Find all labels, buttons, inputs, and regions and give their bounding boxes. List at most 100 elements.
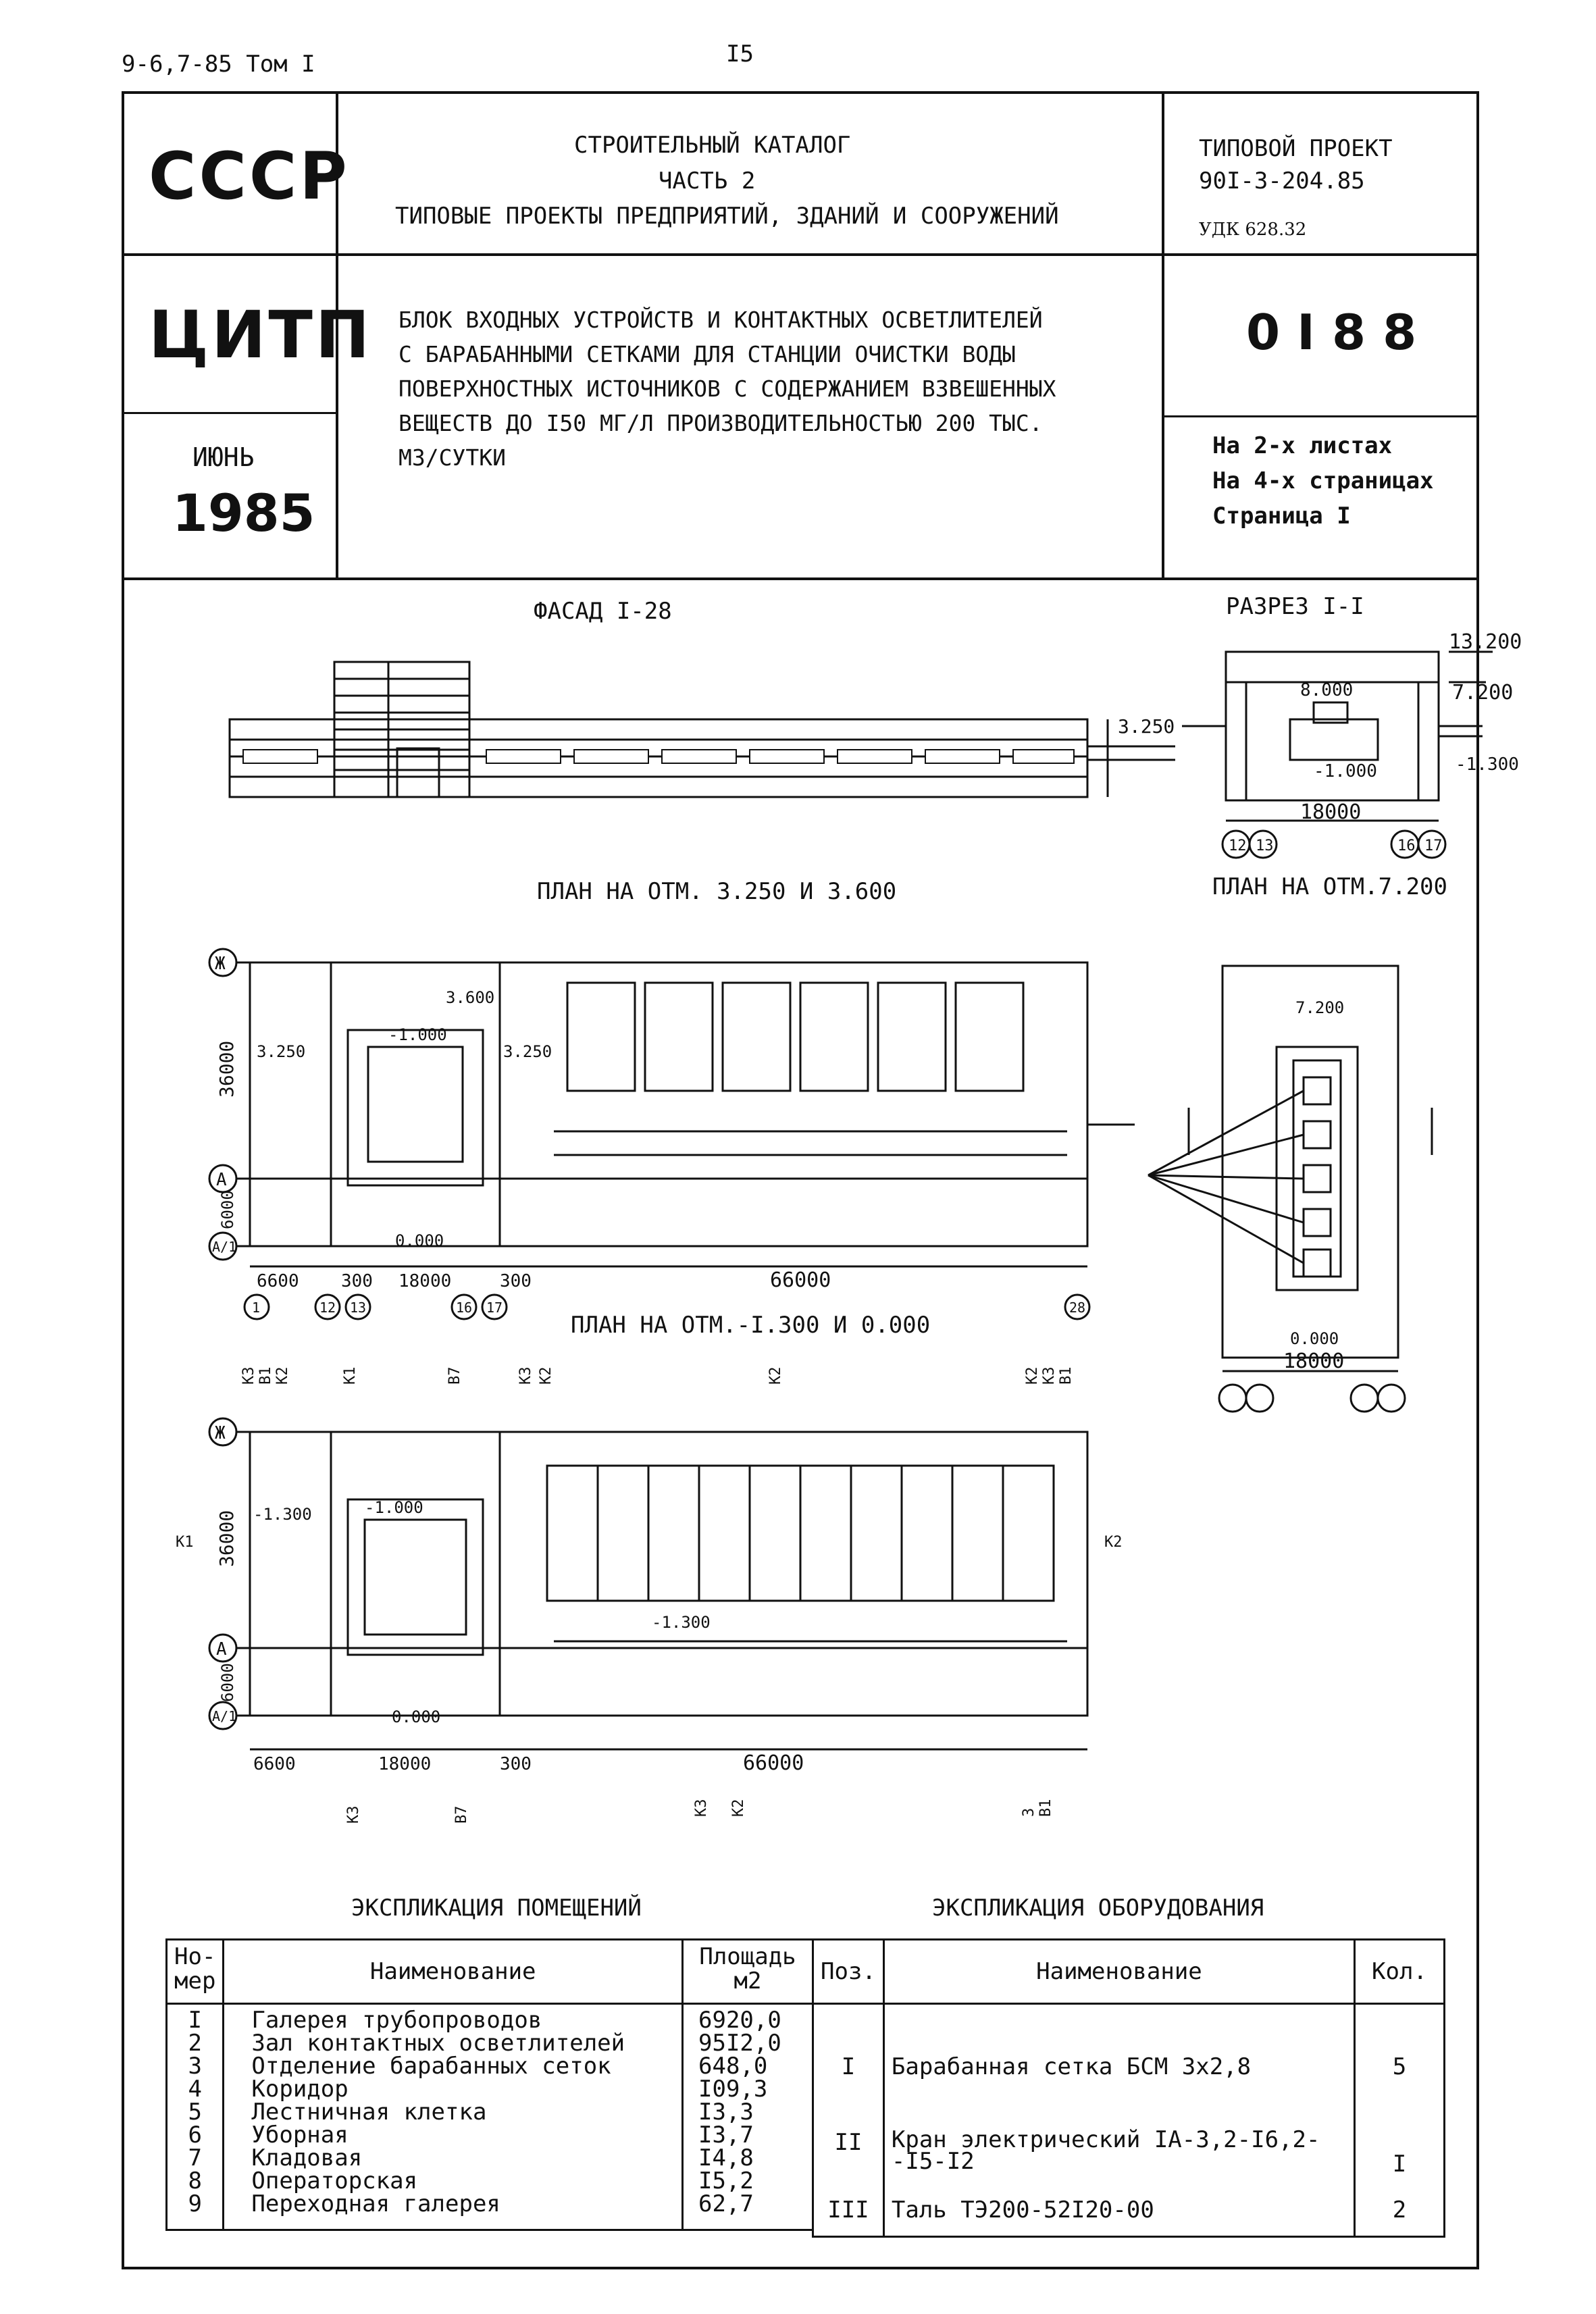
room-number: 7 [188, 2144, 202, 2171]
facade-drawing: 3.250 [228, 661, 1175, 798]
document-reference: 9-6,7-85 Том I [122, 51, 315, 78]
pipe-label: В1 [1058, 1367, 1075, 1385]
equip-head-name: Наименование [882, 1938, 1356, 2005]
room-name: Кладовая [251, 2144, 363, 2171]
catalog-line-1: СТРОИТЕЛЬНЫЙ КАТАЛОГ [574, 132, 851, 159]
room-name: Галерея трубопроводов [251, 2007, 542, 2034]
room-area: I4,8 [698, 2144, 754, 2171]
plan-level-mark: 3.600 [446, 988, 494, 1007]
section-axis-label: 17 [1424, 838, 1443, 854]
pipe-label: К3 [1041, 1367, 1058, 1385]
room-area: I5,2 [698, 2167, 754, 2194]
title-block-right-line [1162, 415, 1479, 417]
pages-count: На 4-х страницах [1212, 467, 1434, 494]
pipe-label: К2 [538, 1367, 555, 1385]
plan-level-mark: 0.000 [392, 1707, 440, 1726]
plan-dimension: 18000 [378, 1754, 431, 1774]
catalog-line-3: ТИПОВЫЕ ПРОЕКТЫ ПРЕДПРИЯТИЙ, ЗДАНИЙ И СО… [395, 203, 1059, 230]
project-title-line: ВЕЩЕСТВ ДО I50 МГ/Л ПРОИЗВОДИТЕЛЬНОСТЬЮ … [398, 410, 1043, 436]
org-ussr: СССР [149, 138, 350, 214]
section-level-floor: -1.000 [1314, 761, 1377, 781]
title-block-row-line [122, 253, 1479, 256]
plan-level-3250-drawing: Ж А А/1 36000 6000 6600 300 18000 300 66… [208, 948, 1135, 1320]
plan-dimension: 66000 [770, 1268, 831, 1292]
column-axis-label: 16 [456, 1300, 472, 1316]
facade-level-label: 3.250 [1118, 715, 1175, 738]
row-axis-label: А/1 [212, 1708, 236, 1724]
plan-dimension: 6600 [253, 1754, 296, 1774]
pipe-label: 3 [1021, 1808, 1037, 1817]
room-area: 6920,0 [698, 2007, 781, 2034]
room-area: 648,0 [698, 2053, 768, 2080]
plan-dimension: 300 [500, 1754, 532, 1774]
pipe-label: В1 [1037, 1799, 1054, 1818]
pipe-label: К3 [693, 1799, 710, 1818]
room-name: Зал контактных осветлителей [251, 2030, 625, 2057]
pipe-label: В7 [453, 1806, 470, 1824]
udk-code: УДК 628.32 [1199, 220, 1307, 240]
page-number: I5 [726, 41, 754, 68]
room-area: 95I2,0 [698, 2030, 781, 2057]
room-name: Лестничная клетка [251, 2099, 487, 2126]
row-axis-label: Ж [215, 954, 226, 974]
room-area: I3,7 [698, 2122, 754, 2149]
plan-level-minus1300-drawing: Ж А А/1 36000 6000 6600 18000 300 66000 … [176, 1367, 1123, 1824]
pipe-label: К3 [240, 1367, 257, 1385]
plan-dimension: 300 [500, 1271, 532, 1291]
room-number: I [188, 2007, 202, 2034]
rooms-head-name: Наименование [222, 1938, 684, 2005]
equip-name-column: Барабанная сетка БСМ 3х2,8 Кран электрич… [882, 2003, 1356, 2238]
project-title-line: М3/СУТКИ [398, 444, 506, 471]
room-number: 4 [188, 2076, 202, 2103]
plan-dimension: 18000 [398, 1271, 451, 1291]
room-number: 8 [188, 2167, 202, 2194]
row-axis-label: А/1 [212, 1239, 236, 1255]
plan-level-minus1300-title: ПЛАН НА ОТМ.-I.300 И 0.000 [571, 1312, 931, 1339]
catalog-line-2: ЧАСТЬ 2 [659, 168, 756, 195]
room-area: 62,7 [698, 2190, 754, 2217]
equipment-table: Поз. Наименование Кол. I II III Барабанн… [812, 1938, 1445, 2238]
section-axis-label: 12 [1229, 838, 1247, 854]
room-name: Уборная [251, 2122, 349, 2149]
title-block-bottom-line [122, 577, 1479, 580]
rooms-area-column: 6920,0 95I2,0 648,0 I09,3 I3,3 I3,7 I4,8… [681, 2003, 814, 2231]
plan-dimension: 66000 [743, 1751, 804, 1775]
room-number: 9 [188, 2190, 202, 2217]
plan-dimension: 36000 [215, 1510, 238, 1567]
pipe-label: К3 [345, 1806, 362, 1824]
section-width: 18000 [1300, 800, 1361, 824]
room-number: 6 [188, 2122, 202, 2149]
pipe-label: К2 [767, 1367, 784, 1385]
row-axis-label: А [216, 1170, 227, 1190]
rooms-table-title: ЭКСПЛИКАЦИЯ ПОМЕЩЕНИЙ [351, 1895, 642, 1922]
equip-position: II [834, 2129, 863, 2156]
title-block-divider-1 [336, 91, 338, 579]
plan-level-mark: -1.000 [365, 1498, 423, 1517]
pipe-label: В7 [446, 1367, 463, 1385]
pipe-label: К1 [176, 1534, 194, 1551]
equip-head-position: Поз. [812, 1938, 885, 2005]
sheets-count: На 2-х листах [1212, 432, 1393, 459]
section-axis-label: 16 [1397, 838, 1416, 854]
plan-dimension: 300 [341, 1271, 373, 1291]
equip-position: III [827, 2196, 869, 2223]
room-area: I09,3 [698, 2076, 768, 2103]
pipe-label: К2 [1104, 1534, 1123, 1551]
section-level-crane: 7.200 [1452, 681, 1513, 704]
section-title: РАЗРЕЗ I-I [1226, 593, 1364, 620]
project-label: ТИПОВОЙ ПРОЕКТ [1199, 135, 1393, 162]
page-indicator: Страница I [1212, 503, 1351, 530]
plan-level-mark: -1.300 [253, 1505, 312, 1524]
plan-level-mark: -1.300 [652, 1613, 711, 1632]
issue-month: ИЮНЬ [192, 442, 255, 472]
row-axis-label: Ж [215, 1423, 226, 1443]
column-axis-label: 17 [486, 1300, 503, 1316]
section-level-top: 13.200 [1449, 630, 1522, 654]
plan-level-mark: 7.200 [1295, 998, 1344, 1017]
room-number: 2 [188, 2030, 202, 2057]
room-area: I3,3 [698, 2099, 754, 2126]
room-number: 3 [188, 2053, 202, 2080]
project-title-line: С БАРАБАННЫМИ СЕТКАМИ ДЛЯ СТАНЦИИ ОЧИСТК… [398, 341, 1016, 367]
section-level-ground: -1.300 [1456, 754, 1519, 775]
room-number: 5 [188, 2099, 202, 2126]
